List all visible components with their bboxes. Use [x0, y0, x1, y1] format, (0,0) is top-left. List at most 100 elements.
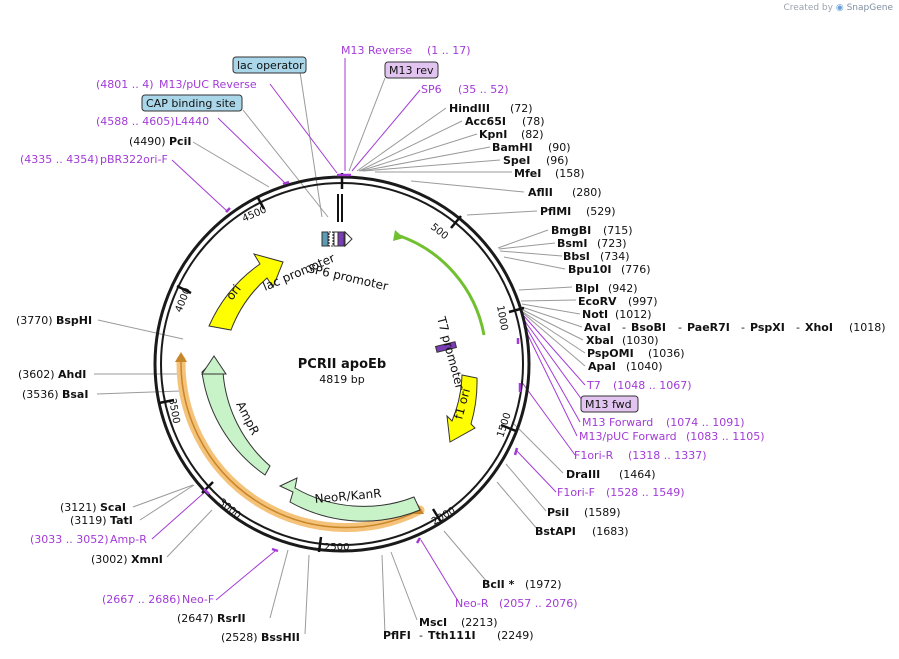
- site-tth111i: Tth111I: [428, 629, 476, 642]
- m13-puc-forward-label: M13/pUC Forward: [579, 430, 677, 443]
- t7-range: (1048 .. 1067): [613, 379, 692, 392]
- site-sep5: -: [419, 629, 423, 642]
- site-pspomi-pos: (1036): [648, 347, 685, 360]
- ampr-arrow: [201, 359, 271, 476]
- tick-3000: 3000: [216, 497, 243, 522]
- site-bcli: BclI *: [482, 578, 515, 591]
- amp-r-range: (3033 .. 3052): [30, 533, 109, 546]
- site-bamhi-pos: (90): [548, 141, 571, 154]
- site-pspxi: PspXI: [750, 321, 785, 334]
- site-hindiii: HindIII: [449, 102, 490, 115]
- m13-puc-forward-range: (1083 .. 1105): [686, 430, 765, 443]
- top-markers: [337, 194, 343, 222]
- site-ahdi: AhdI: [58, 368, 86, 381]
- sp6-promoter-label: SP6 promoter: [306, 261, 389, 293]
- site-sep2: -: [678, 321, 682, 334]
- site-ecorv: EcoRV: [578, 295, 617, 308]
- site-sep3: -: [741, 321, 745, 334]
- site-aflii-pos: (280): [572, 186, 602, 199]
- cap-site-label: CAP binding site: [146, 97, 236, 110]
- site-psii: PsiI: [547, 506, 569, 519]
- ampr-halo-head-left: [175, 352, 187, 362]
- site-tati-pos: (3119): [70, 514, 107, 527]
- neo-r-range: (2057 .. 2076): [499, 597, 578, 610]
- sp6-range: (35 .. 52): [458, 83, 509, 96]
- boxed-label-group: lac operator M13 rev CAP binding site M1…: [141, 56, 639, 413]
- site-psii-pos: (1589): [584, 506, 621, 519]
- site-scai-pos: (3121): [60, 501, 97, 514]
- site-bamhi: BamHI: [492, 141, 533, 154]
- site-hindiii-pos: (72): [510, 102, 533, 115]
- site-bbsi: BbsI: [563, 250, 590, 263]
- site-spei-pos: (96): [546, 154, 569, 167]
- site-blpi-pos: (942): [608, 282, 638, 295]
- site-bpu10i: Bpu10I: [568, 263, 612, 276]
- top-small-features: [321, 230, 353, 248]
- m13-forward-range: (1074 .. 1091): [666, 416, 745, 429]
- site-pflmi: PflMI: [540, 205, 571, 218]
- credit-brand: SnapGene: [846, 3, 893, 13]
- site-acc65i: Acc65I: [465, 115, 506, 128]
- plasmid-name: PCRII apoEb: [298, 357, 386, 372]
- site-bsphi: BspHI: [56, 314, 92, 327]
- site-mfei-pos: (158): [555, 167, 585, 180]
- tick-1500: 1500: [495, 411, 513, 439]
- site-bbsi-pos: (734): [600, 250, 630, 263]
- site-bsai: BsaI: [62, 388, 88, 401]
- f1ori-f-label: F1ori-F: [557, 486, 595, 499]
- pbr-label: pBR322ori-F: [100, 153, 168, 166]
- tick-4500: 4500: [241, 204, 269, 224]
- f1ori-r-range: (1318 .. 1337): [628, 449, 707, 462]
- site-bmgbi: BmgBI: [551, 224, 591, 237]
- pbr-range: (4335 .. 4354): [20, 153, 99, 166]
- snapgene-logo-icon: ◉: [835, 3, 844, 13]
- neor-arrow: [278, 477, 421, 522]
- site-labels-right: HindIII (72) Acc65I (78) KpnI (82) BamHI…: [383, 102, 886, 642]
- site-bmgbi-pos: (715): [603, 224, 633, 237]
- site-bsshii: BssHII: [261, 631, 300, 644]
- site-pspomi: PspOMI: [587, 347, 634, 360]
- site-noti-pos: (1012): [615, 308, 652, 321]
- site-bsai-pos: (3536): [22, 388, 59, 401]
- site-msci: MscI: [419, 616, 447, 629]
- site-draiii: DraIII: [566, 468, 600, 481]
- neo-r-label: Neo-R: [455, 597, 489, 610]
- site-pcii: PciI: [169, 135, 191, 148]
- site-xmni-pos: (3002): [91, 553, 128, 566]
- l4440-range: (4588 .. 4605): [96, 115, 175, 128]
- site-avai: AvaI: [584, 321, 611, 334]
- site-msci-pos: (2213): [461, 616, 498, 629]
- leader-lines: [94, 58, 586, 635]
- site-bsshii-pos: (2528): [221, 631, 258, 644]
- site-bsmi-pos: (723): [597, 237, 627, 250]
- ampr-halo-inner: [180, 359, 421, 529]
- site-draiii-pos: (1464): [619, 468, 656, 481]
- credit-prefix: Created by: [783, 3, 833, 13]
- site-bstapi-pos: (1683): [592, 525, 629, 538]
- m13-fwd-label: M13 fwd: [585, 398, 632, 411]
- ampr-arrowhead: [201, 355, 227, 375]
- site-apai: ApaI: [588, 360, 616, 373]
- m13-puc-reverse-range: (4801 .. 4): [96, 78, 154, 91]
- f1ori-arrow: [446, 374, 478, 443]
- primer-labels: M13 Reverse (1 .. 17) (4801 .. 4) M13/pU…: [20, 44, 765, 610]
- m13-reverse-label: M13 Reverse: [341, 44, 412, 57]
- l4440-label: L4440: [175, 115, 209, 128]
- ori-arrow: [208, 253, 284, 331]
- tick-500: 500: [428, 222, 450, 242]
- site-mfei: MfeI: [514, 167, 541, 180]
- snapgene-credit: Created by ◉ SnapGene: [783, 3, 893, 13]
- site-xhoi: XhoI: [805, 321, 833, 334]
- m13-rev-box: [384, 61, 439, 79]
- site-pflmi-pos: (529): [586, 205, 616, 218]
- site-bsobi: BsoBI: [631, 321, 666, 334]
- ticks: [158, 173, 525, 553]
- site-scai: ScaI: [100, 501, 126, 514]
- t7-promoter-arrowhead: [393, 230, 404, 241]
- site-sep1: -: [622, 321, 626, 334]
- site-rsrii-pos: (2647): [177, 612, 214, 625]
- site-paer7i: PaeR7I: [687, 321, 730, 334]
- m13-rev-label: M13 rev: [389, 64, 434, 77]
- primer-marks: [203, 173, 522, 553]
